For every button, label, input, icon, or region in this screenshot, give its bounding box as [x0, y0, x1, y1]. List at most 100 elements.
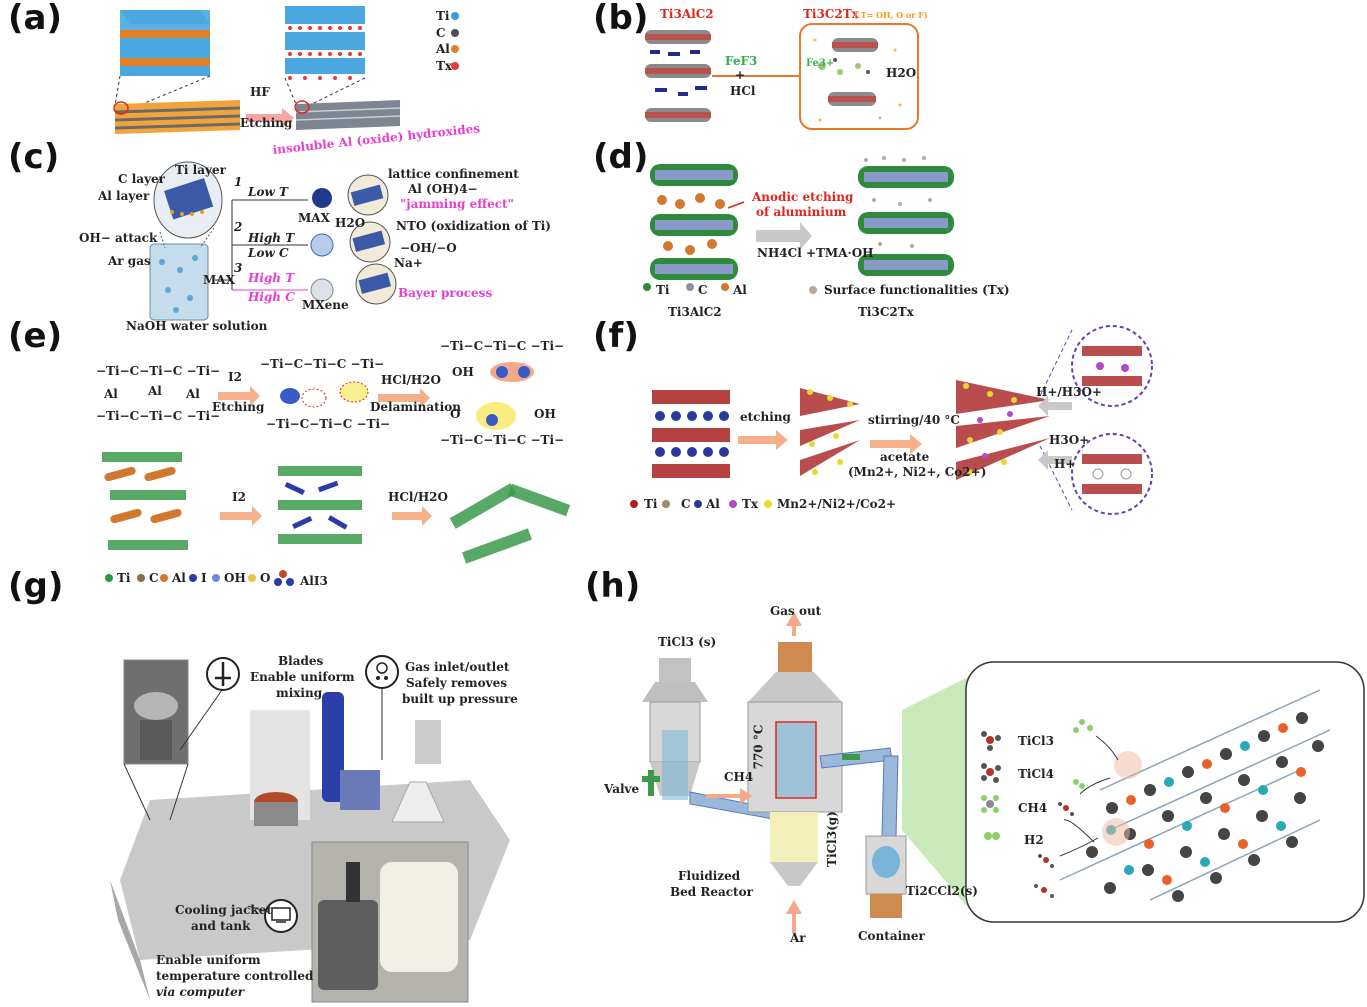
h-top-label: H+/H3O+	[1036, 385, 1102, 399]
stirring-label: stirring/40 °C	[868, 413, 960, 427]
legend-e-oh: OH	[224, 571, 246, 585]
legend-e-ali3: AlI3	[300, 574, 328, 588]
svg-text:−Ti−C−Ti−C −Ti−: −Ti−C−Ti−C −Ti−	[266, 417, 390, 431]
t-definition: ( T= OH, O or F)	[854, 10, 928, 20]
ions-label: (Mn2+, Ni2+, Co2+)	[848, 465, 987, 479]
route-3-cond-a: High T	[248, 271, 295, 285]
anodic-etching: Anodic etching	[752, 190, 854, 204]
al-layer-label: Al layer	[98, 189, 150, 203]
legend-e-c: C	[149, 571, 159, 585]
species-ticl3: TiCl3	[1018, 734, 1054, 748]
ti3c2tx-layers-d	[858, 156, 954, 276]
hplus-label: H+	[1054, 457, 1076, 471]
legend-e-ti: Ti	[117, 571, 131, 585]
svg-text:Al: Al	[103, 387, 118, 401]
svg-text:−Ti−C−Ti−C −Ti−: −Ti−C−Ti−C −Ti−	[260, 357, 384, 371]
delamination-label: Delamination	[370, 400, 461, 414]
svg-text:OH: OH	[534, 407, 556, 421]
route-2-cond-a: High T	[248, 231, 295, 245]
intercalated-fan-f	[956, 380, 1050, 480]
i2-label-low: I2	[232, 490, 246, 504]
blades-label: Blades	[278, 654, 324, 668]
hcl-label: HCl	[730, 84, 756, 98]
ti3alc2-name-d: Ti3AlC2	[668, 305, 722, 319]
legend-e-i: I	[201, 571, 207, 585]
svg-text:Al: Al	[147, 384, 162, 398]
species-ticl4: TiCl4	[1018, 767, 1054, 781]
nh4cl-label: NH4Cl +TMA·OH	[757, 246, 874, 260]
gas-out-label: Gas out	[770, 604, 822, 618]
oh-o-label: −OH/−O	[400, 241, 457, 255]
panel-f-illustration	[630, 325, 1153, 515]
gas-sub-1: Safely removes	[406, 676, 507, 690]
route-1-cond: Low T	[248, 185, 288, 199]
hcl-h2o-label-top: HCl/H2O	[381, 373, 441, 387]
surface-functionalities: Surface functionalities (Tx)	[824, 283, 1010, 297]
ti3alc2-title: Ti3AlC2	[660, 7, 714, 21]
max-side-label: MAX	[203, 273, 235, 287]
ar-label-h: Ar	[790, 931, 806, 945]
ti2ccl2-lattice	[1059, 689, 1331, 902]
blades-sub-1: Enable uniform	[250, 670, 355, 684]
ch4-label-h: CH4	[724, 770, 754, 784]
temp-label-2: temperature controlled	[156, 969, 314, 983]
svg-text:−Ti−C−Ti−C −Ti−: −Ti−C−Ti−C −Ti−	[440, 433, 564, 447]
panel-f-label: (f)	[593, 316, 639, 356]
anodic-etching-2: of aluminium	[756, 205, 847, 219]
max-crystal-left	[120, 10, 210, 76]
temp-label-3: via computer	[156, 985, 245, 999]
i2-label-top: I2	[228, 370, 242, 384]
etching-label-e: Etching	[212, 400, 265, 414]
ticl3s-label: TiCl3 (s)	[658, 635, 717, 649]
max-layers-f	[652, 390, 730, 478]
legend-a-c: C	[436, 26, 446, 40]
h3o-label: H3O+	[1049, 433, 1090, 447]
hf-label: HF	[250, 85, 270, 99]
product-label: Ti2CCl2(s)	[906, 884, 978, 898]
aloh4-label: Al (OH)4−	[408, 182, 478, 196]
ti3c2tx-flakes	[813, 38, 902, 122]
bayer-process: Bayer process	[398, 286, 493, 300]
legend-f-ti: Ti	[644, 497, 658, 511]
legend-e-al: Al	[172, 571, 186, 585]
ti3alc2-stack	[645, 30, 711, 122]
route-2-cond-b: Low C	[248, 246, 289, 260]
c-layer-label: C layer	[118, 172, 165, 186]
legend-a-ti: Ti	[436, 9, 450, 23]
legend-a-tx: Tx	[436, 59, 453, 73]
route-3-cond-b: High C	[248, 290, 295, 304]
panel-e-label: (e)	[8, 316, 63, 356]
mxene-slab-right	[295, 100, 401, 130]
na-label: Na+	[394, 256, 423, 270]
plus-label: +	[735, 68, 746, 82]
delaminated-flakes-e	[449, 483, 571, 564]
temperature-label: 770 °C	[751, 724, 766, 770]
panel-c-label: (c)	[8, 137, 60, 177]
ti-layer-label: Ti layer	[175, 163, 226, 177]
panel-g-label: (g)	[8, 566, 64, 606]
fe-ion-label: Fe3+	[806, 58, 835, 69]
panel-h-label: (h)	[585, 566, 641, 606]
gas-inlet-label: Gas inlet/outlet	[405, 660, 510, 674]
container-label: Container	[858, 929, 925, 943]
panel-a-label: (a)	[8, 0, 63, 38]
fef3-label: FeF3	[725, 54, 758, 68]
panel-c-illustration	[149, 161, 397, 321]
svg-text:OH: OH	[452, 365, 474, 379]
species-icons	[981, 719, 1093, 898]
panel-d-illustration	[643, 156, 954, 294]
max-slab-left	[114, 100, 241, 134]
svg-text:O: O	[450, 407, 460, 421]
route-3-num: 3	[234, 261, 243, 275]
ticl3g-label: TiCl3(g)	[824, 811, 839, 867]
blades-sub-2: mixing	[276, 686, 323, 700]
legend-d-al: Al	[733, 283, 747, 297]
max-strands-e	[102, 452, 188, 550]
panel-g-illustration	[110, 655, 510, 1003]
temp-label-1: Enable uniform	[156, 953, 261, 967]
legend-f-tx: Tx	[742, 497, 759, 511]
oh-attack-label: OH− attack	[79, 231, 158, 245]
route-2-num: 2	[234, 220, 243, 234]
etched-fan-f	[800, 388, 860, 476]
